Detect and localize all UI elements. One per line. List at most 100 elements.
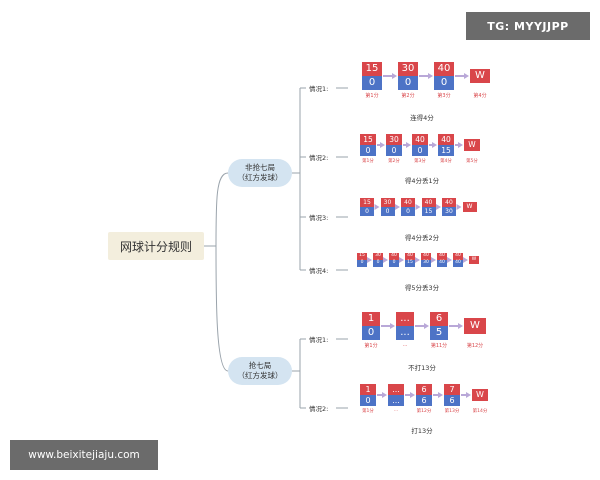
score-box-server: 15 bbox=[360, 134, 376, 145]
arrow-head-icon bbox=[463, 257, 468, 263]
arrow-head-icon bbox=[428, 73, 433, 79]
arrow-head-icon bbox=[436, 204, 441, 210]
arrow-head-icon bbox=[367, 257, 372, 263]
score-box-receiver: 0 bbox=[398, 76, 418, 90]
score-box-server: 40 bbox=[438, 134, 454, 145]
score-box-server: 15 bbox=[360, 198, 374, 207]
watermark-top-right: TG: MYYJJPP bbox=[466, 12, 590, 40]
arrow-head-icon bbox=[466, 392, 471, 398]
arrow-head-icon bbox=[432, 142, 437, 148]
point-number-label: 第4分 bbox=[473, 93, 487, 99]
score-box-server: ... bbox=[388, 384, 404, 395]
root-node: 网球计分规则 bbox=[108, 232, 204, 260]
case-label: 情况3: bbox=[309, 214, 329, 222]
score-box-server: 1 bbox=[360, 384, 376, 395]
win-box: W bbox=[470, 69, 490, 83]
arrow-head-icon bbox=[383, 257, 388, 263]
arrow-head-icon bbox=[431, 257, 436, 263]
point-number-label: 第3分 bbox=[414, 159, 426, 164]
point-number-label: 第2分 bbox=[401, 93, 415, 99]
case-caption: 连得4分 bbox=[410, 114, 434, 122]
point-number-label: 第1分 bbox=[362, 159, 374, 164]
point-number-label: 第1分 bbox=[365, 93, 379, 99]
score-box-server: 30 bbox=[380, 198, 395, 207]
arrow-head-icon bbox=[424, 323, 429, 329]
score-box-server: 40 bbox=[434, 62, 454, 76]
score-box-server: 15 bbox=[357, 253, 367, 260]
case-caption: 得4分丢1分 bbox=[404, 177, 440, 185]
point-number-label: 第1分 bbox=[364, 343, 378, 349]
score-box-server: 40 bbox=[421, 253, 431, 260]
score-box-receiver: 0 bbox=[362, 326, 380, 340]
point-number-label: ... bbox=[402, 342, 408, 348]
win-box: W bbox=[469, 256, 479, 264]
branch-line2: （红方发球） bbox=[237, 371, 283, 380]
connector-root-branch1 bbox=[215, 172, 229, 247]
case-label: 情况2: bbox=[309, 154, 329, 162]
case-label: 情况4: bbox=[309, 267, 329, 275]
arrow-head-icon bbox=[415, 204, 421, 210]
case-caption: 得5分丢3分 bbox=[404, 284, 440, 292]
arrow-head-icon bbox=[390, 323, 395, 329]
win-box: W bbox=[462, 202, 477, 212]
win-box: W bbox=[464, 139, 480, 151]
score-box-receiver: 15 bbox=[421, 207, 436, 216]
connector-root-branch2 bbox=[215, 245, 229, 372]
score-box-receiver: ... bbox=[388, 395, 404, 406]
arrow-head-icon bbox=[410, 392, 415, 398]
point-number-label: 第11分 bbox=[430, 343, 448, 349]
score-box-receiver: 5 bbox=[430, 326, 448, 340]
score-box-receiver: 0 bbox=[434, 76, 454, 90]
score-box-server: 40 bbox=[401, 198, 415, 207]
score-box-receiver: 15 bbox=[405, 260, 415, 267]
score-box-receiver: 0 bbox=[373, 260, 383, 267]
score-box-receiver: 0 bbox=[386, 145, 402, 156]
point-number-label: 第3分 bbox=[437, 93, 451, 99]
score-box-server: 7 bbox=[444, 384, 460, 395]
score-box-server: ... bbox=[396, 312, 414, 326]
case-caption: 得4分丢2分 bbox=[404, 234, 440, 242]
score-box-receiver: 6 bbox=[444, 395, 460, 406]
branch-non-tiebreak: 非抢七局 （红方发球） bbox=[228, 159, 292, 187]
score-box-server: 30 bbox=[386, 134, 402, 145]
score-box-receiver: ... bbox=[396, 326, 414, 340]
point-number-label: 第2分 bbox=[388, 159, 400, 164]
score-box-receiver: 0 bbox=[389, 260, 399, 267]
arrow-head-icon bbox=[406, 142, 411, 148]
arrow-head-icon bbox=[458, 323, 463, 329]
branch-line1: 抢七局 bbox=[248, 361, 272, 370]
win-box: W bbox=[472, 389, 488, 401]
score-box-receiver: 40 bbox=[437, 260, 447, 267]
watermark-bottom-left: www.beixitejiaju.com bbox=[10, 440, 158, 470]
score-box-receiver: 0 bbox=[360, 207, 374, 216]
arrow-head-icon bbox=[415, 257, 420, 263]
score-box-receiver: 0 bbox=[401, 207, 415, 216]
point-number-label: 第5分 bbox=[466, 159, 478, 164]
case-label: 情况1: bbox=[309, 336, 329, 344]
score-box-receiver: 0 bbox=[360, 145, 376, 156]
point-number-label: 第4分 bbox=[440, 159, 452, 164]
score-box-server: 30 bbox=[398, 62, 418, 76]
score-box-receiver: 30 bbox=[421, 260, 431, 267]
arrow-head-icon bbox=[399, 257, 404, 263]
arrow-head-icon bbox=[438, 392, 443, 398]
case-caption: 不打13分 bbox=[408, 364, 436, 372]
score-box-server: 40 bbox=[442, 198, 456, 207]
arrow-head-icon bbox=[382, 392, 387, 398]
score-box-receiver: 40 bbox=[453, 260, 463, 267]
score-box-server: 40 bbox=[389, 253, 399, 260]
point-number-label: 第1分 bbox=[362, 409, 374, 414]
arrow-head-icon bbox=[374, 204, 380, 210]
score-box-server: 6 bbox=[416, 384, 432, 395]
arrow-head-icon bbox=[380, 142, 385, 148]
score-box-receiver: 0 bbox=[362, 76, 382, 90]
score-box-server: 40 bbox=[421, 198, 436, 207]
point-number-label: ... bbox=[393, 408, 399, 413]
branch-tiebreak: 抢七局 （红方发球） bbox=[228, 357, 292, 385]
score-box-server: 6 bbox=[430, 312, 448, 326]
score-box-receiver: 15 bbox=[438, 145, 454, 156]
branch-line2: （红方发球） bbox=[237, 173, 283, 182]
score-box-server: 40 bbox=[453, 253, 463, 260]
branch-line1: 非抢七局 bbox=[245, 163, 275, 172]
